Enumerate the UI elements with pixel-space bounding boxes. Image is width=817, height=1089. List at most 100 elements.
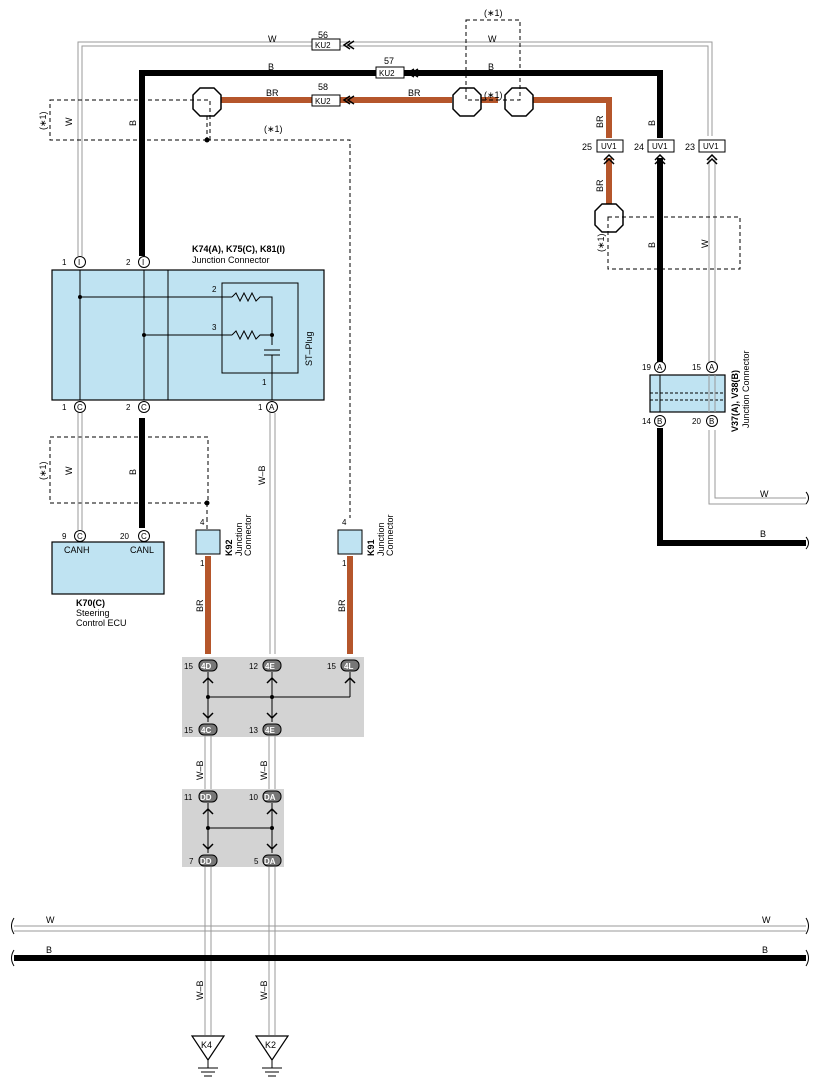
inline-connector-uv1-23: 23 UV1 <box>685 139 726 165</box>
splice-points <box>192 87 624 233</box>
svg-text:DA: DA <box>264 793 276 802</box>
inline-connector-uv1-25: 25 UV1 <box>582 139 624 165</box>
inline-connector-ku2-58: 58 KU2 <box>311 82 355 107</box>
svg-text:UV1: UV1 <box>652 142 668 151</box>
svg-text:B: B <box>128 469 138 475</box>
svg-text:19: 19 <box>642 363 651 372</box>
k91-junction-connector: 4 1 K91 Junction Connector BR <box>337 514 395 612</box>
svg-text:I: I <box>78 258 80 267</box>
svg-text:3: 3 <box>212 323 217 332</box>
svg-text:W–B: W–B <box>259 980 269 1000</box>
junction-block-2: 11 DD 10 DA 7 DD 5 DA <box>182 789 284 867</box>
label-b-right2: B <box>647 242 657 248</box>
inline-connector-ku2-57: 57 KU2 <box>375 56 419 79</box>
k74-subtitle: Junction Connector <box>192 255 270 265</box>
svg-text:1: 1 <box>62 403 67 412</box>
svg-text:20: 20 <box>120 532 129 541</box>
svg-text:1: 1 <box>200 559 205 568</box>
optional-dashed-lines <box>49 19 741 518</box>
svg-text:B: B <box>709 417 714 426</box>
bus-w-bottom <box>14 925 806 932</box>
svg-text:4E: 4E <box>265 662 275 671</box>
label-w-left: W <box>64 117 74 126</box>
k92-junction-connector: 4 1 K92 Junction Connector BR <box>195 514 253 612</box>
svg-text:4E: 4E <box>265 726 275 735</box>
label-br-top: BR <box>266 88 279 98</box>
svg-text:W–B: W–B <box>259 760 269 780</box>
svg-text:2: 2 <box>212 285 217 294</box>
svg-text:W–B: W–B <box>195 760 205 780</box>
svg-text:W: W <box>46 915 55 925</box>
svg-text:4C: 4C <box>201 726 211 735</box>
label-star1-mid: (∗1) <box>264 124 283 134</box>
svg-text:A: A <box>269 403 275 412</box>
inline-connector-ku2-56: 56 KU2 <box>311 30 355 51</box>
label-w-top: W <box>268 34 277 44</box>
svg-text:C: C <box>141 532 147 541</box>
k74-title: K74(A), K75(C), K81(I) <box>192 244 285 254</box>
k70-steering-control-ecu: 9 C 20 C CANH CANL K70(C) Steering Contr… <box>51 530 165 628</box>
svg-text:20: 20 <box>692 417 701 426</box>
label-star1-top: (∗1) <box>484 8 503 18</box>
ground-k4: K4 <box>190 1035 226 1077</box>
svg-text:DD: DD <box>200 857 212 866</box>
label-br-right: BR <box>595 115 605 128</box>
svg-text:V37(A), V38(B): V37(A), V38(B) <box>730 370 740 432</box>
label-br-right2: BR <box>595 179 605 192</box>
svg-text:4L: 4L <box>344 662 353 671</box>
splice-2 <box>452 87 482 117</box>
svg-text:W–B: W–B <box>257 465 267 485</box>
svg-text:K4: K4 <box>201 1040 212 1050</box>
wire-w-right <box>708 158 806 505</box>
svg-text:Steering: Steering <box>76 608 110 618</box>
svg-text:58: 58 <box>318 82 328 92</box>
svg-text:I: I <box>142 258 144 267</box>
splice-1 <box>192 87 222 117</box>
svg-text:Junction: Junction <box>376 522 386 556</box>
svg-text:C: C <box>77 532 83 541</box>
svg-text:7: 7 <box>189 857 194 866</box>
label-br-top2: BR <box>408 88 421 98</box>
svg-text:1: 1 <box>262 378 267 387</box>
wire-w-k74 <box>77 413 276 654</box>
svg-text:Connector: Connector <box>243 514 253 556</box>
ground-k2: K2 <box>254 1035 290 1077</box>
splice-3 <box>504 87 534 117</box>
label-b-top2: B <box>488 62 494 72</box>
svg-text:A: A <box>709 363 715 372</box>
svg-text:11: 11 <box>184 793 193 802</box>
label-w-top2: W <box>488 34 497 44</box>
inline-connector-uv1-24: 24 UV1 <box>634 139 675 165</box>
svg-text:15: 15 <box>184 662 193 671</box>
svg-text:Connector: Connector <box>385 514 395 556</box>
k74-junction-connector: K74(A), K75(C), K81(I) Junction Connecto… <box>51 244 325 413</box>
svg-text:2: 2 <box>126 403 131 412</box>
svg-text:15: 15 <box>184 726 193 735</box>
label-star1-right: (∗1) <box>596 233 606 252</box>
svg-text:4D: 4D <box>201 662 211 671</box>
svg-text:14: 14 <box>642 417 651 426</box>
svg-text:9: 9 <box>62 532 67 541</box>
svg-text:13: 13 <box>249 726 258 735</box>
svg-text:4: 4 <box>342 518 347 527</box>
svg-text:C: C <box>77 403 83 412</box>
svg-text:5: 5 <box>254 857 259 866</box>
label-star1-left: (∗1) <box>38 111 48 130</box>
svg-text:W: W <box>762 915 771 925</box>
svg-text:C: C <box>141 403 147 412</box>
svg-text:BR: BR <box>195 599 205 612</box>
svg-text:B: B <box>657 417 662 426</box>
v37-v38-junction-connector: 19 A 15 A 14 B 20 B V37(A), V38(B) Junct… <box>642 350 751 432</box>
svg-text:25: 25 <box>582 142 592 152</box>
svg-text:W: W <box>64 466 74 475</box>
svg-text:10: 10 <box>249 793 258 802</box>
label-w-right2: W <box>700 239 710 248</box>
label-b-right: B <box>647 120 657 126</box>
svg-text:K91: K91 <box>366 539 376 556</box>
svg-text:15: 15 <box>327 662 336 671</box>
svg-text:KU2: KU2 <box>379 69 395 78</box>
svg-text:12: 12 <box>249 662 258 671</box>
splice-4 <box>594 203 624 233</box>
svg-text:DD: DD <box>200 793 212 802</box>
